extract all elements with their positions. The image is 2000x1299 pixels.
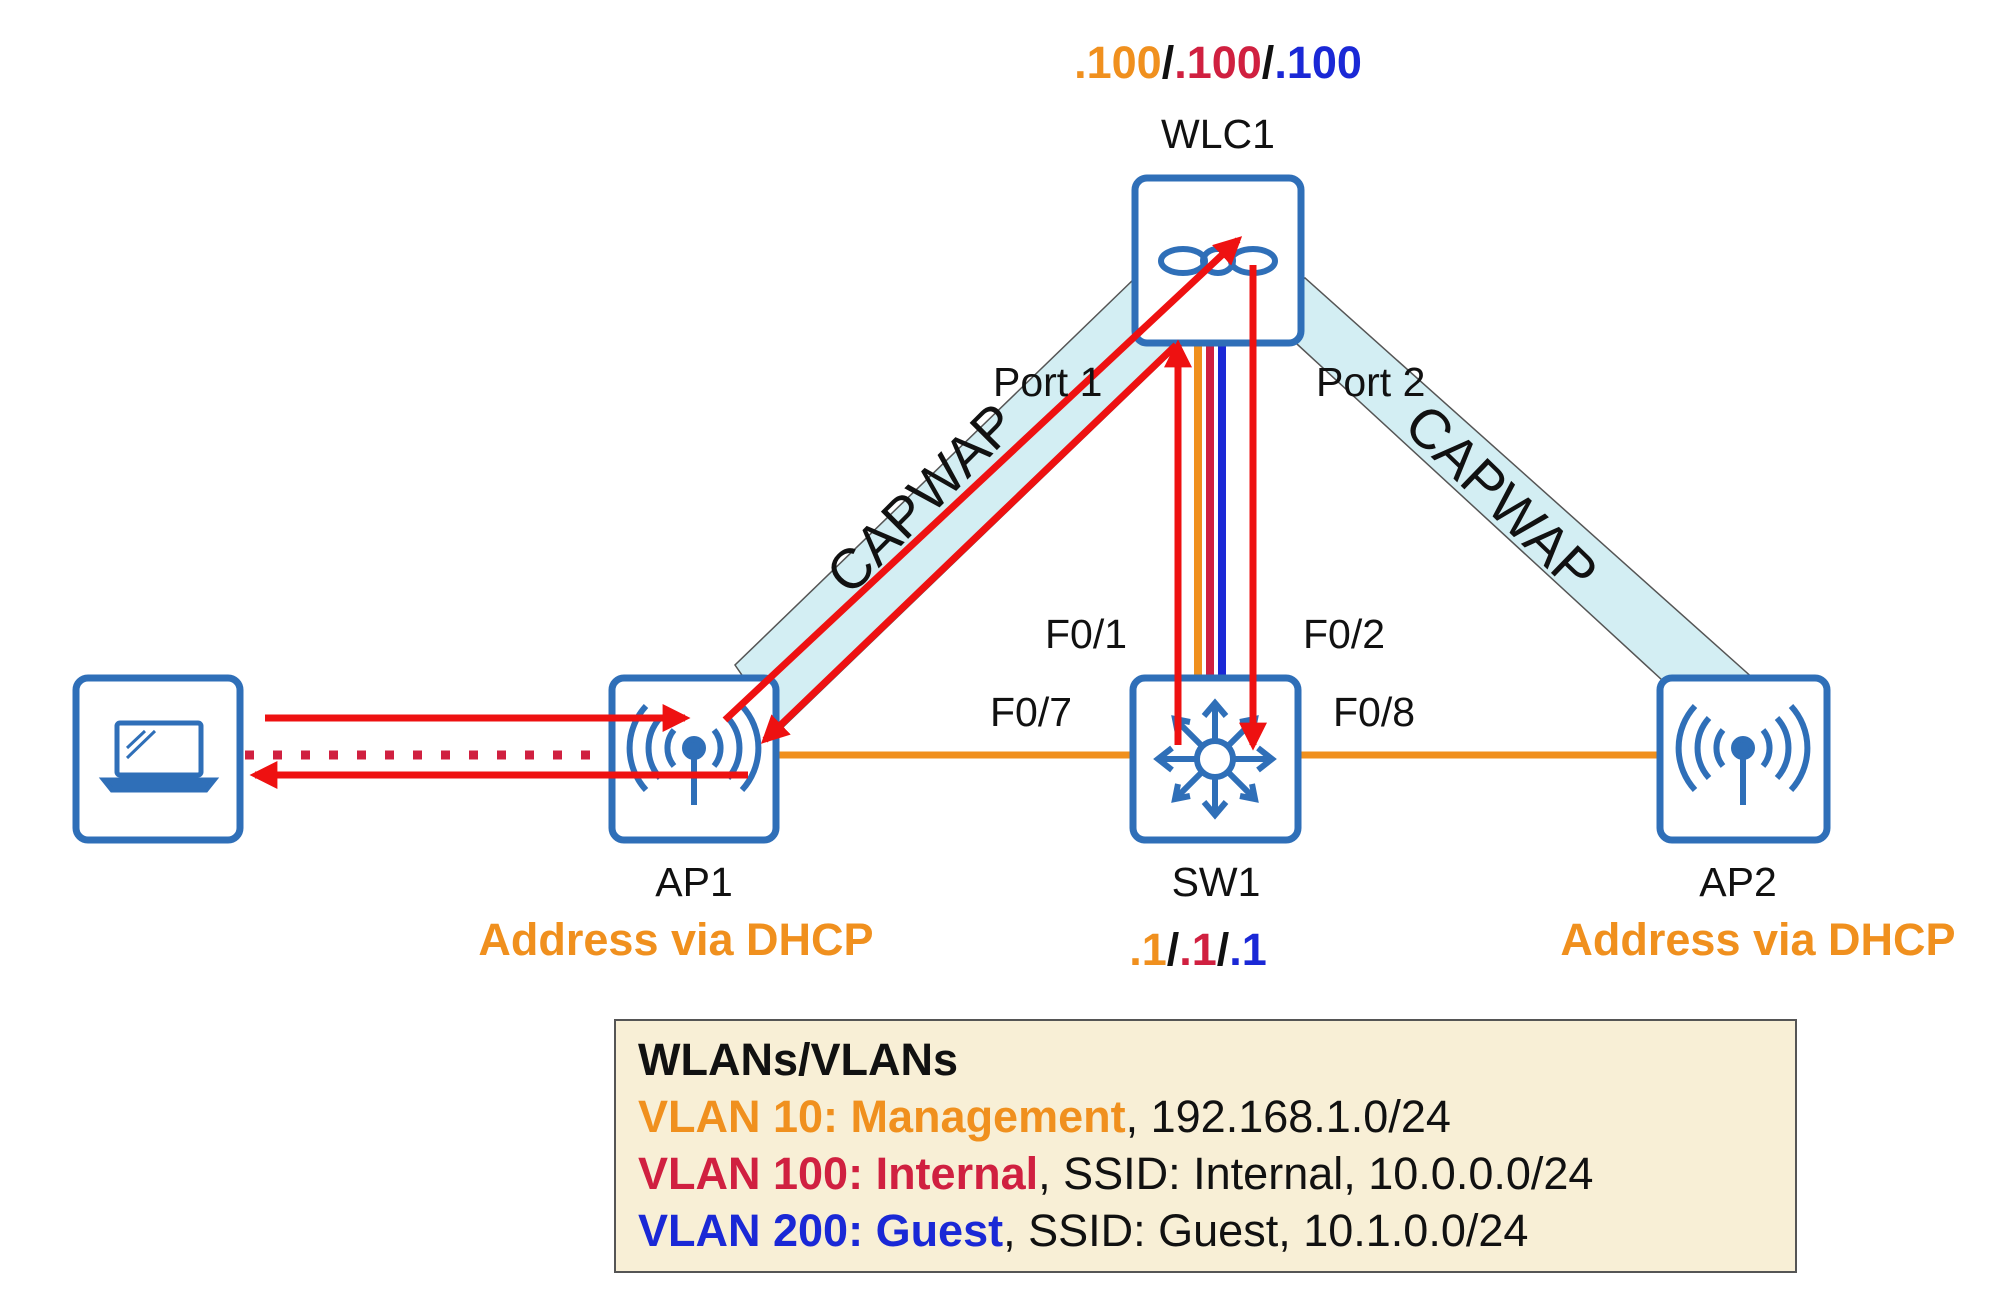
ap2-device[interactable] (1656, 674, 1831, 844)
legend-detail-guest: , SSID: Guest, 10.1.0.0/24 (1003, 1205, 1529, 1256)
legend-detail-internal: , SSID: Internal, 10.0.0.0/24 (1038, 1148, 1594, 1199)
sw1-address-label: .1/.1/.1 (1129, 924, 1267, 975)
wlc1-address-label: .100/.100/.100 (1074, 37, 1362, 88)
port-label-wlc-port1: Port 1 (993, 359, 1102, 405)
legend-row-guest: VLAN 200: Guest, SSID: Guest, 10.1.0.0/2… (638, 1202, 1773, 1259)
ap1-device[interactable] (608, 674, 780, 844)
port-label-f02: F0/2 (1303, 611, 1385, 657)
legend-row-management: VLAN 10: Management, 192.168.1.0/24 (638, 1088, 1773, 1145)
port-label-f01: F0/1 (1045, 611, 1127, 657)
legend-key-internal: VLAN 100: Internal (638, 1148, 1039, 1199)
legend-title: WLANs/VLANs (638, 1034, 959, 1085)
vlan-legend: WLANs/VLANs VLAN 10: Management, 192.168… (614, 1019, 1797, 1273)
trunk-wlc1-sw1 (1194, 345, 1226, 676)
ap1-address-label: Address via DHCP (478, 914, 873, 965)
multilayer-switch-icon (1153, 698, 1277, 820)
wlc1-label: WLC1 (1161, 111, 1275, 157)
traffic-arrows (249, 236, 1267, 789)
ap1-label: AP1 (655, 859, 733, 905)
laptop-icon (98, 720, 220, 793)
legend-key-guest: VLAN 200: Guest (638, 1205, 1004, 1256)
port-label-f08: F0/8 (1333, 689, 1415, 735)
laptop-device[interactable] (72, 674, 244, 844)
ap2-label: AP2 (1699, 859, 1777, 905)
port-label-wlc-port2: Port 2 (1316, 359, 1425, 405)
access-point-icon (1675, 703, 1811, 805)
capwap-label-right: CAPWAP (1393, 392, 1610, 604)
sw1-label: SW1 (1172, 859, 1261, 905)
ap2-address-label: Address via DHCP (1560, 914, 1955, 965)
legend-row-internal: VLAN 100: Internal, SSID: Internal, 10.0… (638, 1145, 1773, 1202)
port-label-f07: F0/7 (990, 689, 1072, 735)
sw1-device[interactable] (1129, 674, 1302, 844)
legend-key-management: VLAN 10: Management (638, 1091, 1126, 1142)
legend-detail-management: , 192.168.1.0/24 (1125, 1091, 1451, 1142)
